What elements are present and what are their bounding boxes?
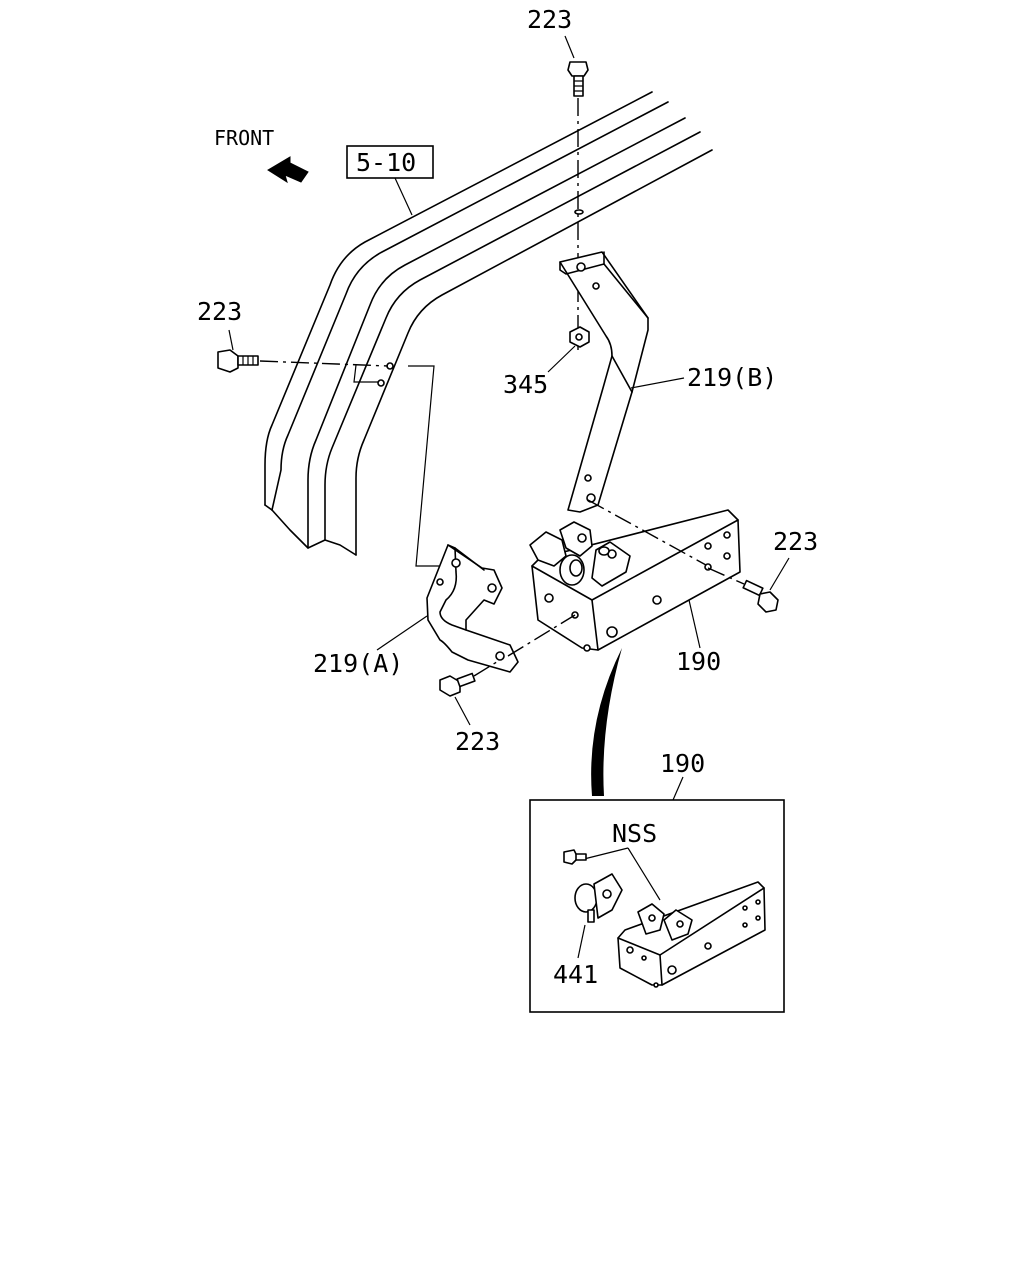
main-bracket-190[interactable] xyxy=(529,509,741,652)
callout-bracket-b: 219(B) xyxy=(687,363,777,392)
frame-rails xyxy=(264,91,713,556)
bolt-right-icon[interactable] xyxy=(742,579,779,613)
sensor-441-icon[interactable] xyxy=(574,873,623,923)
callout-bolt-left: 223 xyxy=(197,297,242,326)
detail-nss-label: NSS xyxy=(612,819,657,848)
detail-screw-icon[interactable] xyxy=(563,849,587,865)
reference-box[interactable]: 5-10 xyxy=(346,145,434,179)
callout-nut: 345 xyxy=(503,370,548,399)
callout-main-bracket: 190 xyxy=(676,647,721,676)
bolt-left-icon[interactable] xyxy=(217,349,259,373)
bracket-219a[interactable] xyxy=(426,544,519,673)
reference-leader xyxy=(394,177,413,216)
front-label: FRONT xyxy=(214,126,274,150)
detail-title: 190 xyxy=(660,749,705,778)
nut-icon[interactable] xyxy=(569,326,590,348)
bracket-219b[interactable] xyxy=(559,251,649,513)
reference-box-label: 5-10 xyxy=(356,148,416,177)
bolt-top-icon[interactable] xyxy=(567,61,589,97)
detail-bracket[interactable] xyxy=(617,881,766,988)
callout-bracket-a: 219(A) xyxy=(313,649,403,678)
callout-bolt-top: 223 xyxy=(527,5,572,34)
detail-pointer xyxy=(591,648,622,796)
detail-sensor-label: 441 xyxy=(553,960,598,989)
bolt-bottom-icon[interactable] xyxy=(439,672,476,697)
callout-bolt-right: 223 xyxy=(773,527,818,556)
callout-bolt-bottom: 223 xyxy=(455,727,500,756)
front-arrow-icon xyxy=(267,156,309,184)
